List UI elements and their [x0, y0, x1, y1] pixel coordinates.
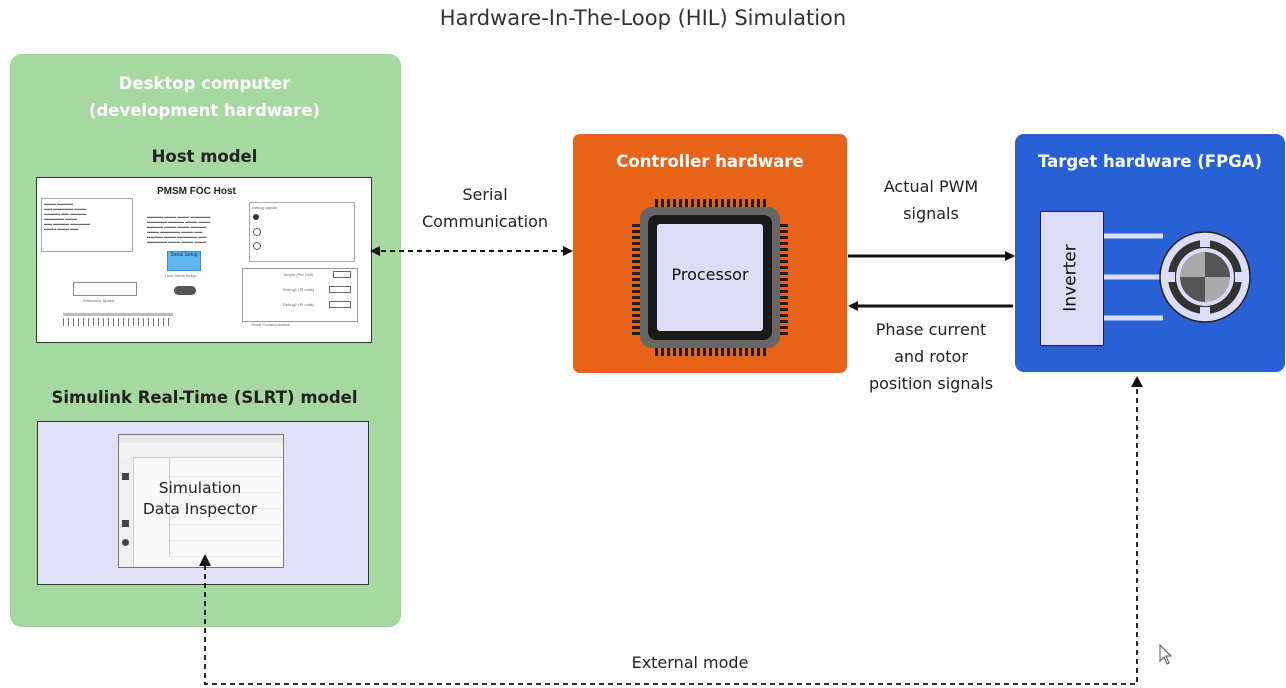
feedback-signals-label: Phase current and rotor position signals: [848, 316, 1014, 397]
serial-communication-box: [242, 268, 358, 322]
settings-icon: [122, 539, 129, 546]
feedback-label-line1: Phase current: [875, 320, 987, 339]
serial-communication-link-label: Serial Communication: [400, 181, 570, 235]
slrt-model-label: Simulink Real-Time (SLRT) model: [51, 388, 358, 407]
radio-icon: [253, 242, 261, 250]
desktop-title-line1: Desktop computer: [118, 74, 291, 93]
external-mode-path: [204, 380, 1138, 685]
external-mode-arrowhead-target: [1131, 376, 1143, 387]
debug2-label: Debug2 (SI units): [283, 302, 315, 307]
sdi-label: Simulation Data Inspector: [118, 478, 282, 520]
radio-icon: [253, 228, 261, 236]
debug-signals-group: Debug signals: [249, 202, 355, 262]
file-icon: [122, 520, 129, 527]
pwm-signals-label: Actual PWM signals: [848, 173, 1014, 227]
speed-slider-track: [63, 313, 173, 316]
debug1-display: [329, 286, 351, 293]
host-model-screenshot: PMSM FOC Host ▬▬▬ ▬▬▬▬▬▬ ▬▬▬▬▬ ▬▬▬▬▬▬▬ ▬…: [36, 177, 372, 343]
inverter-box: [1040, 211, 1104, 346]
sdi-label-line1: Simulation: [158, 479, 242, 497]
debug2-display: [329, 301, 351, 308]
reference-speed-display: [73, 282, 137, 296]
target-hardware-label: Target hardware (FPGA): [1037, 152, 1263, 171]
sdi-window: [118, 434, 284, 568]
host-model-label: Host model: [151, 147, 258, 166]
host-serial-setup-label: Host Serial Setup: [165, 273, 197, 278]
desktop-title-line2: (development hardware): [88, 101, 321, 120]
processor-label: Processor: [671, 265, 749, 284]
motor-icon: [1104, 231, 1251, 323]
speed-slider-ticks: [63, 318, 173, 326]
chip-pins-icon: [632, 199, 788, 356]
external-mode-label: External mode: [631, 653, 749, 672]
serial-label-line1: Serial: [462, 185, 508, 204]
debug1-label: Debug1 (SI units): [283, 287, 315, 292]
serial-setup-button: Serial Setup: [167, 251, 201, 271]
debug-signals-label: Debug signals: [252, 205, 278, 210]
host-instructions-text: ▬▬▬▬ ▬▬▬ ▬▬▬ ▬▬▬▬▬▬▬▬▬▬ ▬▬▬▬ ▬▬▬ ▬▬▬▬▬▬▬…: [147, 214, 211, 244]
torque-label: Torque (Per Unit): [283, 272, 314, 277]
toggle-switch: [174, 286, 196, 295]
serial-communication-label: Serial Communication: [251, 322, 291, 327]
desktop-computer-title: Desktop computer (development hardware): [10, 70, 399, 124]
pwm-label-line1: Actual PWM: [883, 177, 979, 196]
sdi-plot-area: [169, 457, 282, 557]
reference-speed-label: Reference Speed: [83, 298, 115, 303]
pwm-label-line2: signals: [903, 204, 959, 223]
host-screen-title: PMSM FOC Host: [157, 186, 236, 197]
feedback-label-line3: position signals: [868, 374, 994, 393]
sdi-label-line2: Data Inspector: [142, 500, 258, 518]
external-mode-arrowhead-sdi: [199, 554, 211, 566]
torque-display: [333, 271, 351, 278]
mouse-cursor-icon: [1159, 643, 1173, 665]
folder-icon: [122, 473, 129, 480]
notes-box: ▬▬▬ ▬▬▬▬▬▬ ▬▬▬▬▬ ▬▬▬▬▬▬▬ ▬▬ ▬▬▬▬▬▬▬▬▬ ▬▬…: [41, 198, 133, 252]
radio-selected-icon: [253, 214, 259, 220]
controller-hardware-label: Controller hardware: [616, 152, 804, 171]
diagram-title: Hardware-In-The-Loop (HIL) Simulation: [439, 6, 847, 30]
serial-label-line2: Communication: [421, 212, 549, 231]
processor-die: [657, 224, 763, 331]
feedback-label-line2: and rotor: [894, 347, 968, 366]
